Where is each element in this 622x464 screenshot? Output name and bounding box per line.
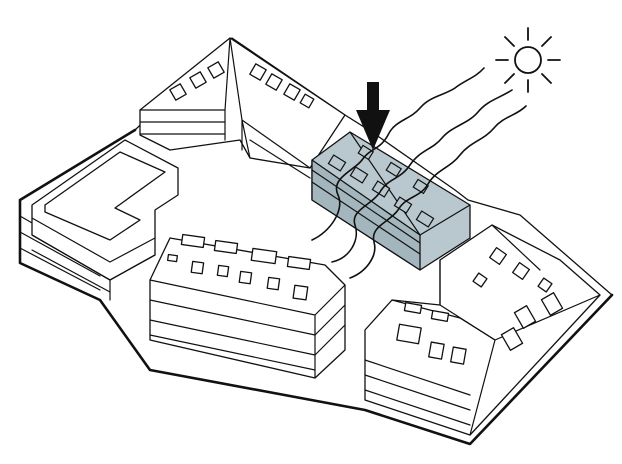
heat-wave-lines [311, 67, 527, 279]
sun-icon [495, 27, 561, 93]
building-left-l [31, 139, 179, 301]
building-right [364, 224, 601, 436]
highlighted-building [311, 131, 471, 271]
down-arrow-icon [356, 82, 390, 150]
building-bottom-middle [149, 233, 346, 379]
building-top [139, 37, 346, 179]
